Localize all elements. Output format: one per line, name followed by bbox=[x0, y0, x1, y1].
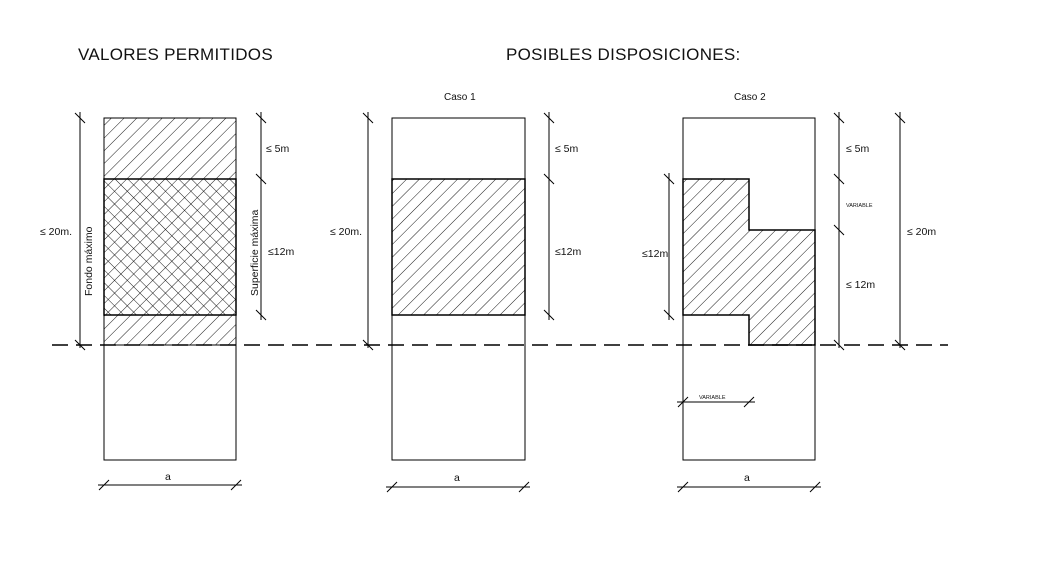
label-max-depth-value: ≤ 20m. bbox=[40, 226, 72, 238]
label-width-3: a bbox=[744, 472, 750, 484]
panel-valores-permitidos: ≤ 20m. Fondo máximo ≤ 5m ≤12m Superficie… bbox=[40, 112, 294, 491]
panel-caso-1: Caso 1 ≤ 20m. ≤ 5m ≤12m a bbox=[330, 92, 581, 493]
heading-posibles-disposiciones: POSIBLES DISPOSICIONES: bbox=[506, 45, 741, 64]
rear-hatch bbox=[103, 314, 237, 346]
label-max-depth-text: Fondo máximo bbox=[83, 226, 95, 296]
label-build-depth-caso-1: ≤12m bbox=[555, 246, 581, 258]
label-front-strip-1: ≤ 5m bbox=[266, 143, 290, 155]
label-width-1: a bbox=[165, 471, 171, 483]
label-variable-vertical: VARIABLE bbox=[846, 203, 873, 209]
label-variable-horizontal: VARIABLE bbox=[699, 395, 726, 401]
label-build-depth-1: ≤12m bbox=[268, 246, 294, 258]
building-hatch-caso-2 bbox=[682, 178, 816, 346]
label-build-depth-caso-2: ≤12m bbox=[642, 248, 668, 260]
label-max-surface-text: Superficie máxima bbox=[249, 209, 261, 296]
label-build-depth-spaced: ≤ 12m bbox=[846, 279, 875, 291]
building-hatch-caso-1 bbox=[391, 178, 526, 316]
panel-caso-2: Caso 2 ≤12m ≤ 5m VARIABLE ≤ 12m ≤ 20m VA… bbox=[642, 92, 936, 493]
front-setback-hatch bbox=[103, 117, 237, 180]
caption-caso-2: Caso 2 bbox=[734, 92, 766, 103]
label-total-depth-caso-1: ≤ 20m. bbox=[330, 226, 362, 238]
label-total-depth-caso-2: ≤ 20m bbox=[907, 226, 936, 238]
heading-valores-permitidos: VALORES PERMITIDOS bbox=[78, 45, 273, 64]
label-front-strip-caso-2: ≤ 5m bbox=[846, 143, 870, 155]
max-surface-hatch bbox=[103, 178, 237, 316]
label-width-2: a bbox=[454, 472, 460, 484]
caption-caso-1: Caso 1 bbox=[444, 92, 476, 103]
label-front-strip-caso-1: ≤ 5m bbox=[555, 143, 579, 155]
